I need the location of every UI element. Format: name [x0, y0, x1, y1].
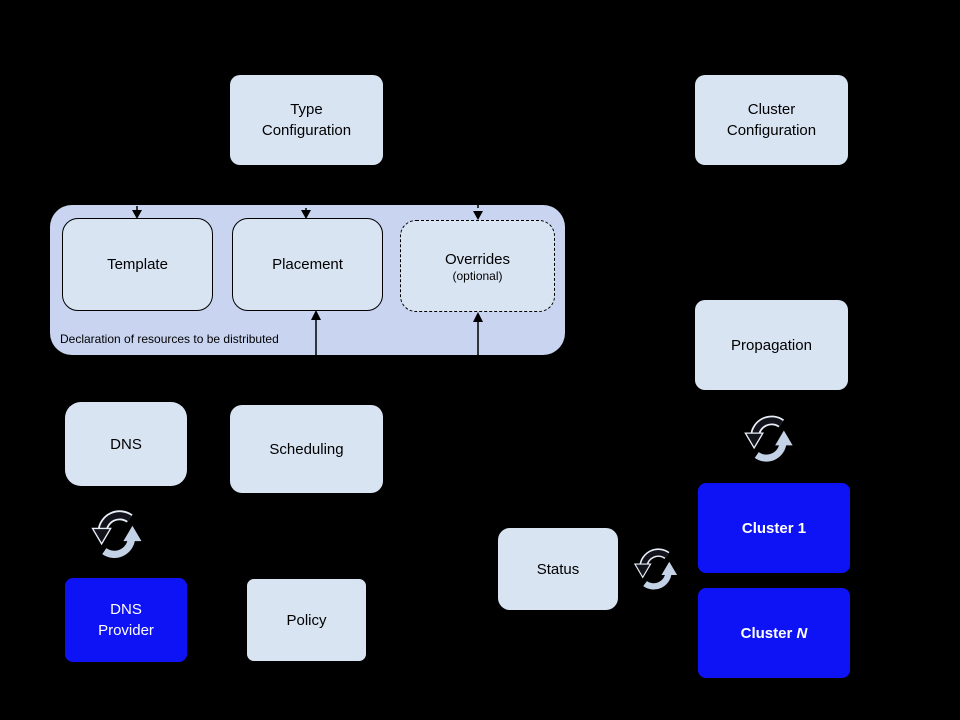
policy-label: Policy: [286, 611, 327, 629]
overrides-box: Overrides (optional): [400, 220, 555, 312]
dns-box: DNS: [65, 402, 187, 486]
type-configuration-label: Type Configuration: [261, 101, 352, 139]
dns-provider-label: DNS Provider: [98, 601, 154, 639]
cluster-n-box: Cluster N: [698, 588, 850, 678]
cluster-configuration-label: Cluster Configuration: [726, 101, 817, 139]
propagation-label: Propagation: [731, 336, 812, 354]
resource-declaration-caption: Declaration of resources to be distribut…: [60, 332, 279, 346]
sync-icon-status: [631, 533, 681, 603]
policy-box: Policy: [246, 578, 367, 662]
cluster-configuration-box: Cluster Configuration: [695, 75, 848, 165]
cluster-n-label: Cluster N: [741, 623, 808, 644]
sync-icon-propagation: [741, 398, 797, 477]
cluster-1-box: Cluster 1: [698, 483, 850, 573]
sync-icon-dns: [88, 494, 146, 572]
template-label: Template: [107, 256, 168, 273]
scheduling-box: Scheduling: [230, 405, 383, 493]
dns-provider-box: DNS Provider: [65, 578, 187, 662]
cluster-1-label: Cluster 1: [741, 519, 807, 537]
overrides-sublabel: (optional): [452, 268, 503, 283]
dns-label: DNS: [110, 435, 142, 453]
propagation-box: Propagation: [695, 300, 848, 390]
template-box: Template: [62, 218, 213, 311]
overrides-label: Overrides: [444, 250, 511, 268]
status-label: Status: [536, 560, 580, 578]
status-box: Status: [498, 528, 618, 610]
cluster-n-prefix: Cluster: [740, 624, 797, 642]
placement-box: Placement: [232, 218, 383, 311]
cluster-n-italic: N: [796, 624, 808, 642]
scheduling-label: Scheduling: [269, 440, 344, 458]
type-configuration-box: Type Configuration: [230, 75, 383, 165]
placement-label: Placement: [272, 256, 343, 273]
